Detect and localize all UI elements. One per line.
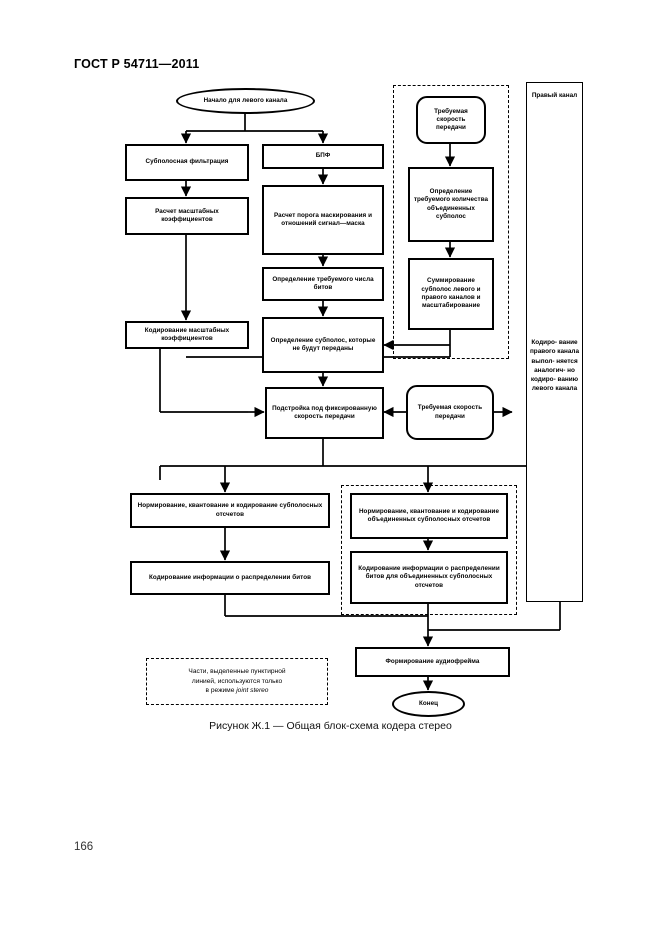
node-masking-threshold[interactable]: Расчет порога маскирования и отношений с… — [262, 185, 384, 255]
page-number: 166 — [74, 841, 94, 853]
standard-header: ГОСТ Р 54711—2011 — [74, 57, 200, 71]
node-required-bitrate-mid[interactable]: Требуемая скорость передачи — [406, 385, 494, 440]
right-channel-title: Правый канал — [531, 92, 578, 99]
node-fixed-rate-adjust[interactable]: Подстройка под фиксированную скорость пе… — [265, 387, 384, 439]
node-bits-info-joint[interactable]: Кодирование информации о распределении б… — [350, 551, 508, 604]
node-bits-info-left[interactable]: Кодирование информации о распределении б… — [130, 561, 330, 595]
node-joint-subband-sum[interactable]: Суммирование субполос левого и правого к… — [408, 258, 494, 330]
node-scale-coding[interactable]: Кодирование масштабных коэффициентов — [125, 321, 249, 349]
node-bits-required[interactable]: Определение требуемого числа битов — [262, 267, 384, 301]
node-quantize-joint[interactable]: Нормирование, квантование и кодирование … — [350, 493, 508, 539]
note-line-3-prefix: в режиме — [205, 687, 237, 695]
figure-caption: Рисунок Ж.1 — Общая блок-схема кодера ст… — [209, 720, 452, 732]
note-line-3-italic: joint stereo — [236, 687, 269, 695]
note-line-1: Части, выделенные пунктирной — [188, 667, 286, 675]
note-joint-stereo: Части, выделенные пунктирной линией, исп… — [146, 658, 328, 705]
node-joint-subband-count[interactable]: Определение требуемого количества объеди… — [408, 167, 494, 242]
node-end[interactable]: Конец — [392, 691, 465, 717]
node-right-channel-column[interactable]: Правый канал Кодиро- вание правого канал… — [526, 82, 583, 602]
node-subbands-skipped[interactable]: Определение субполос, которые не будут п… — [262, 317, 384, 373]
node-audio-frame[interactable]: Формирование аудиофрейма — [355, 647, 510, 677]
node-start[interactable]: Начало для левого канала — [176, 88, 315, 114]
node-fft[interactable]: БПФ — [262, 144, 384, 169]
flowchart-figure: Начало для левого канала Субполосная фил… — [125, 82, 583, 717]
node-subband-filter[interactable]: Субполосная фильтрация — [125, 144, 249, 181]
right-channel-body: Кодиро- вание правого канала выпол- няет… — [529, 339, 580, 393]
node-scale-factors[interactable]: Расчет масштабных коэффициентов — [125, 197, 249, 235]
note-line-2: линией, используются только — [191, 677, 283, 685]
node-required-bitrate-top[interactable]: Требуемая скорость передачи — [416, 96, 486, 144]
dashed-group-joint-top — [393, 85, 509, 359]
node-quantize-left[interactable]: Нормирование, квантование и кодирование … — [130, 493, 330, 528]
